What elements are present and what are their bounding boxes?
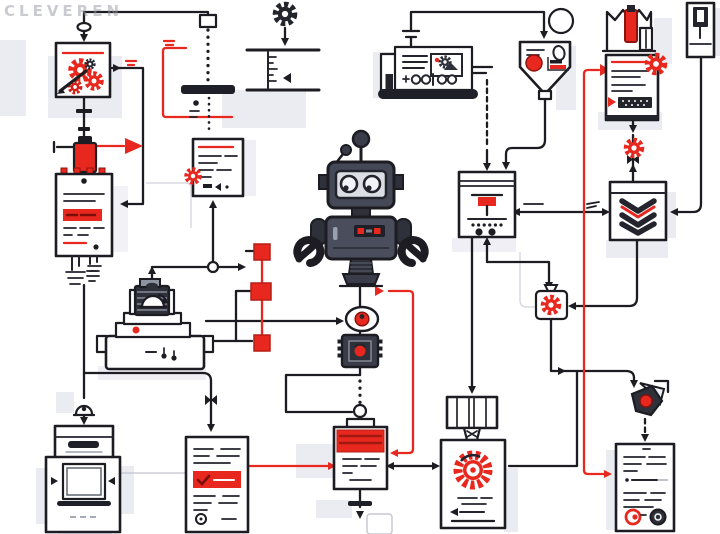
seal-certificate [439, 438, 507, 530]
card-reader-box [53, 424, 115, 461]
spray-canister [72, 136, 98, 174]
junction-circles [206, 260, 368, 419]
inspection-box [457, 170, 517, 239]
laptop-box [44, 455, 122, 534]
book-scanner [445, 395, 499, 442]
gear-node-box [534, 284, 569, 321]
right-pillar [685, 1, 720, 59]
scanner-machine [378, 45, 478, 99]
chip-node [337, 333, 383, 369]
gear-note-document [184, 137, 245, 198]
funnel-sorter [518, 7, 575, 101]
memo-document [332, 417, 393, 534]
stamped-document [604, 55, 665, 156]
camera-sensor [630, 379, 670, 417]
watermark: CLEVEREN [4, 2, 123, 20]
result-document [614, 442, 676, 533]
black-wires [52, 10, 703, 470]
lamp-connector [72, 404, 96, 417]
press-machine [95, 278, 215, 371]
checklist-document [184, 435, 250, 534]
ruler-box [245, 4, 321, 92]
gear-processor-box [54, 41, 112, 99]
chevron-stack-box [608, 180, 668, 242]
red-node-column [250, 243, 272, 352]
chip-document [54, 167, 114, 285]
dripper-station [181, 13, 235, 136]
robot [293, 129, 429, 288]
valve-node [344, 305, 380, 333]
fill-vessel [601, 5, 657, 53]
